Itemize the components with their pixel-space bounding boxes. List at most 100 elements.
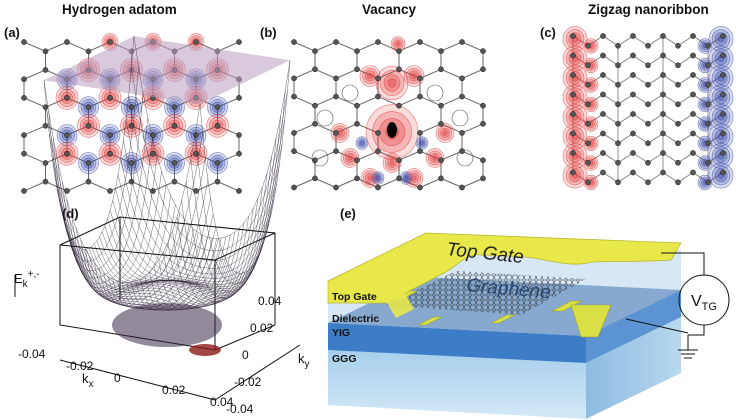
panel-b-title: Vacancy xyxy=(362,2,417,17)
carbon-atom xyxy=(193,39,199,45)
carbon-atom xyxy=(480,48,486,54)
carbon-atom xyxy=(630,111,636,117)
carbon-atom xyxy=(720,169,726,176)
carbon-atom xyxy=(480,157,486,164)
surface-mesh-line xyxy=(67,230,225,310)
carbon-atom xyxy=(570,33,576,39)
carbon-atom xyxy=(585,120,591,127)
positive-edge-state xyxy=(562,123,588,150)
carbon-atom xyxy=(720,72,726,78)
surface-mesh-line xyxy=(94,244,251,300)
carbon-atom xyxy=(645,179,651,186)
carbon-atom xyxy=(85,104,92,111)
carbon-atom xyxy=(417,39,423,45)
carbon-atom xyxy=(150,188,156,194)
carbon-atom xyxy=(585,159,591,166)
ky-axis-label: ky xyxy=(298,351,310,370)
carbon-atom xyxy=(333,148,339,154)
surface-mesh-line xyxy=(49,134,206,300)
carbon-atom xyxy=(660,52,666,59)
carbon-atom xyxy=(438,66,444,73)
carbon-atom xyxy=(312,66,318,73)
carbon-atom xyxy=(42,122,49,129)
carbon-atom xyxy=(570,111,576,117)
carbon-atom xyxy=(291,75,297,82)
carbon-atom xyxy=(645,42,651,49)
carbon-atom xyxy=(705,159,711,166)
surface-mesh-line xyxy=(91,246,248,301)
carbon-atom xyxy=(417,130,423,136)
plot-axes xyxy=(14,275,301,401)
carbon-atom xyxy=(720,111,726,117)
negative-edge-state xyxy=(708,65,734,91)
carbon-atom xyxy=(396,175,402,182)
carbon-atom xyxy=(354,157,360,164)
carbon-atom xyxy=(236,39,242,45)
negative-spin-blob xyxy=(399,171,413,185)
carbon-atom xyxy=(690,91,696,98)
carbon-atom xyxy=(375,148,381,154)
carbon-atom xyxy=(438,120,444,127)
positive-edge-state xyxy=(562,162,588,189)
carbon-atom xyxy=(375,93,381,100)
carbon-atom xyxy=(675,101,681,108)
kx-tick-label: 0.02 xyxy=(162,383,186,397)
gate-voltage-circuit xyxy=(625,252,730,359)
carbon-atom xyxy=(333,93,339,100)
carbon-atom xyxy=(417,93,423,100)
carbon-atom xyxy=(85,48,92,55)
carbon-atom xyxy=(291,184,297,191)
carbon-atom xyxy=(690,33,696,39)
carbon-atom xyxy=(21,76,27,83)
carbon-atom xyxy=(354,102,360,109)
carbon-atom xyxy=(64,150,70,157)
carbon-atom xyxy=(660,150,666,156)
carbon-atom xyxy=(459,39,465,45)
carbon-atom xyxy=(171,104,178,111)
carbon-atom xyxy=(333,39,339,45)
carbon-atom xyxy=(720,130,726,137)
carbon-atom xyxy=(21,39,27,45)
carbon-atom xyxy=(690,169,696,176)
carbon-atom xyxy=(107,39,113,45)
carbon-atom xyxy=(214,160,221,166)
carbon-atom xyxy=(705,101,711,108)
carbon-atom xyxy=(107,150,113,157)
carbon-atom xyxy=(585,62,591,69)
carbon-atom xyxy=(615,140,621,147)
carbon-atom xyxy=(128,160,135,166)
carbon-atom xyxy=(630,72,636,78)
carbon-atom xyxy=(107,188,113,194)
carbon-atom xyxy=(438,175,444,182)
surface-mesh-line xyxy=(133,36,291,239)
carbon-atom xyxy=(705,179,711,186)
carbon-atom xyxy=(720,91,726,98)
carbon-atom xyxy=(615,101,621,108)
positive-spin-blob xyxy=(403,65,425,87)
panel-a-label: (a) xyxy=(4,25,20,40)
ky-tick-label: -0.04 xyxy=(226,402,254,416)
carbon-atom xyxy=(354,120,360,127)
carbon-atom xyxy=(615,42,621,49)
carbon-atom xyxy=(312,48,318,54)
positive-spin-blob xyxy=(330,123,350,143)
kx-tick-label: 0 xyxy=(114,371,121,385)
carbon-atom xyxy=(459,93,465,100)
surface-mesh-line xyxy=(43,80,201,283)
surface-mesh-line xyxy=(86,249,243,304)
weak-contour xyxy=(456,149,474,167)
ky-tick-label: -0.02 xyxy=(234,375,262,389)
carbon-atom xyxy=(675,62,681,69)
carbon-atom xyxy=(171,122,178,129)
carbon-atom xyxy=(720,150,726,156)
carbon-atom xyxy=(480,102,486,109)
carbon-atom xyxy=(660,33,666,39)
surface-mesh-line xyxy=(62,214,219,311)
carbon-atom xyxy=(705,81,711,88)
carbon-atom xyxy=(660,91,666,98)
carbon-atom xyxy=(645,101,651,108)
carbon-atom xyxy=(396,66,402,73)
carbon-atom xyxy=(459,130,465,136)
carbon-atom xyxy=(645,81,651,88)
